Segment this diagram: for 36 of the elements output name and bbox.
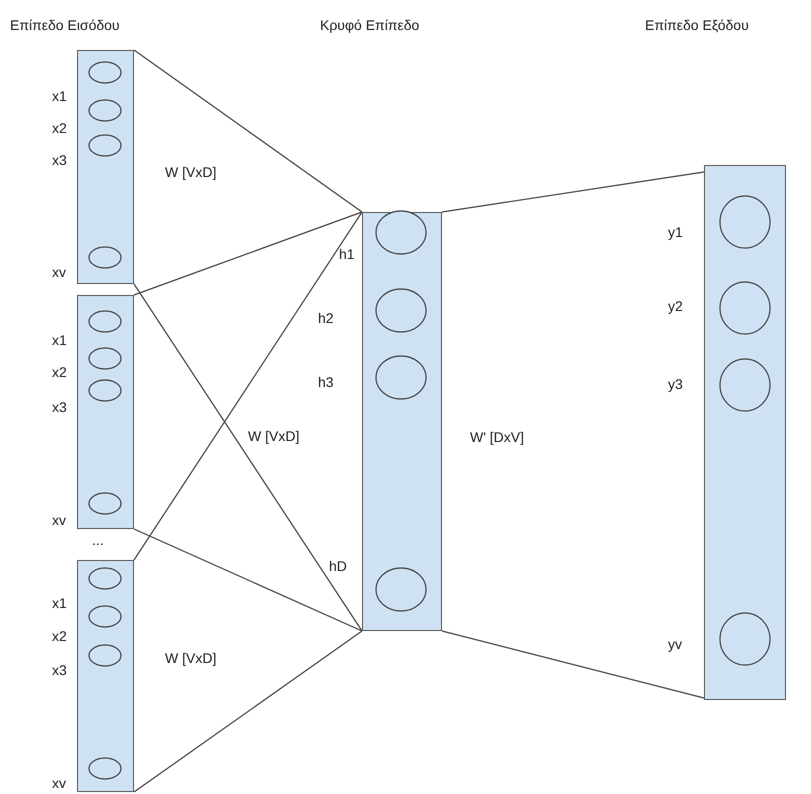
neuron-label: h3 xyxy=(318,374,334,390)
weight-matrix-label: W [VxD] xyxy=(165,164,216,180)
neuron-label: xv xyxy=(52,775,66,791)
neuron-label: hD xyxy=(329,558,347,574)
weight-matrix-label: W [VxD] xyxy=(165,650,216,666)
neuron-label: h2 xyxy=(318,310,334,326)
connector-line xyxy=(134,630,362,792)
neuron-label: x1 xyxy=(52,332,67,348)
weight-matrix-label: W' [DxV] xyxy=(470,429,524,445)
neuron-label: yv xyxy=(668,636,682,652)
connector-line xyxy=(442,630,704,699)
neuron-label: y3 xyxy=(668,376,683,392)
weight-matrix-label: W [VxD] xyxy=(248,428,300,444)
ellipsis-text: ... xyxy=(92,532,104,548)
connector-line xyxy=(134,211,362,296)
neuron-label: x3 xyxy=(52,399,67,415)
neuron-label: y2 xyxy=(668,298,683,314)
neuron-label: x2 xyxy=(52,120,67,136)
neuron-label: x2 xyxy=(52,364,67,380)
neuron-label: x2 xyxy=(52,628,67,644)
neuron-label: h1 xyxy=(339,246,355,262)
connector-line xyxy=(134,284,362,632)
connector-line xyxy=(442,171,704,213)
neuron-label: x3 xyxy=(52,152,67,168)
neuron-label: y1 xyxy=(668,224,683,240)
neuron-label: xv xyxy=(52,264,66,280)
neuron-label: x3 xyxy=(52,662,67,678)
connector-line xyxy=(134,528,362,632)
layer-heading: Επίπεδο Εξόδου xyxy=(645,17,749,33)
neuron-label: x1 xyxy=(52,595,67,611)
layer-heading: Κρυφό Επίπεδο xyxy=(320,17,420,33)
connector-line xyxy=(134,50,362,212)
neuron-label: x1 xyxy=(52,88,67,104)
connector-line xyxy=(134,212,362,560)
layer-heading: Επίπεδο Εισόδου xyxy=(10,17,120,33)
neuron-label: xv xyxy=(52,512,66,528)
